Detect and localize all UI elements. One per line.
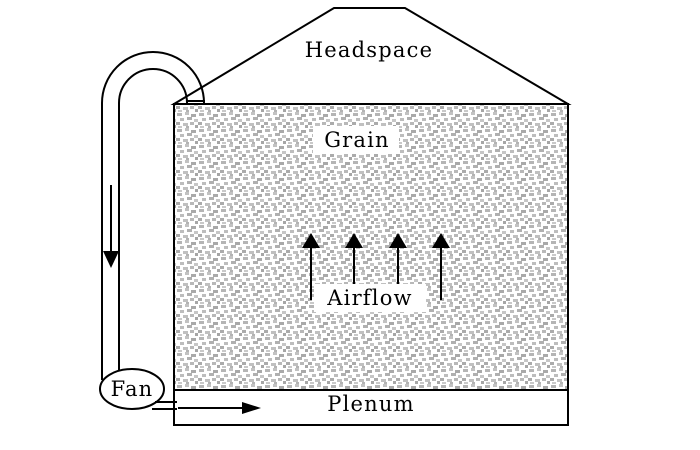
plenum-label: Plenum (327, 392, 414, 416)
grain-label-background (313, 126, 399, 154)
plenum-flow-arrow (178, 402, 261, 414)
headspace-label: Headspace (305, 38, 433, 62)
duct-flow-arrow (103, 185, 119, 268)
airflow-label-background (314, 284, 426, 312)
airflow-arrow (302, 233, 320, 300)
return-duct-inner-wall (118, 68, 188, 378)
fan-housing (99, 368, 165, 410)
fan-label: Fan (111, 377, 154, 401)
airflow-arrow (432, 233, 450, 300)
return-duct-outer-wall (101, 51, 205, 380)
grain-label: Grain (324, 128, 390, 152)
airflow-label: Airflow (326, 286, 412, 310)
